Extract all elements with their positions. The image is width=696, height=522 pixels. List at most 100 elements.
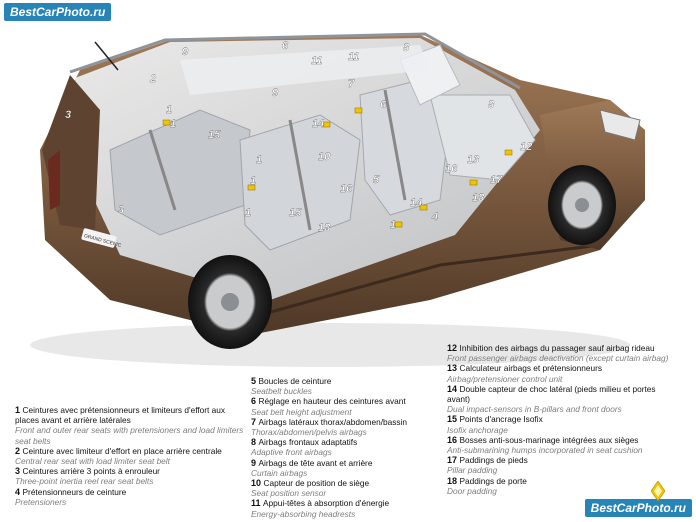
legend-number: 14 — [447, 383, 460, 394]
dashboard — [429, 94, 536, 181]
callout-6: 6 — [282, 40, 289, 52]
callout-1: 1 — [256, 154, 262, 166]
callout-8: 8 — [488, 99, 495, 111]
callout-5: 5 — [373, 174, 380, 186]
legend-number: 10 — [251, 478, 264, 489]
watermark-bottom: BestCarPhoto.ru — [584, 499, 692, 517]
legend-number: 7 — [251, 416, 259, 427]
legend-english-text: Three-point inertia reel rear seat belts — [15, 476, 154, 487]
legend-french-text: Boucles de ceinture — [258, 376, 332, 386]
side-sill — [259, 243, 601, 317]
legend-french-text: Prétensionneurs de ceinture — [22, 486, 127, 497]
callout-16: 16 — [445, 163, 458, 175]
callout-18: 18 — [318, 222, 331, 234]
legend-english-text: Pillar padding — [447, 465, 498, 476]
tail-light — [48, 150, 60, 210]
legend-french-text: Double capteur de choc latéral (pieds mi… — [447, 383, 656, 405]
legend-english-text: Thorax/abdomen/pelvis airbags — [251, 427, 367, 438]
legend-english-text: Seat belt height adjustment — [251, 406, 352, 417]
watermark-top: BestCarPhoto.ru — [4, 3, 112, 21]
legend-item-2: 2 Ceinture avec limiteur d'effort en pla… — [15, 446, 245, 466]
legend-item-12: 12 Inhibition des airbags du passager sa… — [447, 343, 679, 363]
callout-1: 1 — [250, 175, 256, 187]
callout-2: 2 — [149, 73, 156, 85]
legend-french-text: Points d'ancrage Isofix — [459, 414, 543, 425]
seat-belt-front — [383, 89, 407, 201]
legend-english-text: Pretensioners — [15, 496, 67, 507]
callout-4: 4 — [431, 211, 438, 223]
rear-wheel — [188, 255, 272, 349]
legend-french-text: Réglage en hauteur des ceintures avant — [258, 396, 406, 407]
legend-french-text: Airbags frontaux adaptatifs — [258, 437, 358, 448]
legend-french-text: Inhibition des airbags du passager sauf … — [459, 343, 655, 353]
legend-french-text: Capteur de position de siège — [263, 478, 370, 489]
legend-column-3: 12 Inhibition des airbags du passager sa… — [447, 343, 679, 496]
callout-1: 1 — [166, 104, 172, 116]
renault-logo-icon — [651, 481, 665, 501]
legend-item-3: 3 Ceintures arrière 3 points à enrouleur… — [15, 466, 245, 486]
callout-11: 11 — [348, 51, 359, 63]
ground-shadow — [30, 323, 630, 367]
callout-18: 18 — [472, 192, 485, 204]
legend-french-text: Airbags de tête avant et arrière — [258, 457, 373, 468]
legend-number: 9 — [251, 457, 259, 468]
legend-english-text: Curtain airbags — [251, 467, 308, 478]
callout-10: 10 — [318, 151, 331, 163]
legend-french-text: Paddings de pieds — [459, 455, 528, 466]
legend-number: 4 — [15, 486, 23, 497]
callout-12: 12 — [520, 141, 532, 153]
airbag-components — [162, 107, 513, 228]
legend-number: 1 — [15, 405, 23, 415]
legend-number: 16 — [447, 434, 460, 445]
callout-1: 1 — [170, 118, 176, 130]
callout-8: 8 — [403, 42, 410, 54]
legend-english-text: Isofix anchorage — [447, 424, 508, 435]
legend-english-text: Dual impact-sensors in B-pillars and fro… — [447, 404, 622, 415]
legend-english-text: Anti-submarining humps incorporated in s… — [447, 445, 643, 456]
callout-15: 15 — [208, 129, 221, 141]
legend-number: 3 — [15, 466, 23, 477]
legend-french-text: Paddings de porte — [459, 475, 527, 486]
rear-badge-plate — [81, 228, 117, 248]
legend-number: 6 — [251, 396, 259, 407]
legend-english-text: Central rear seat with load limiter seat… — [15, 456, 170, 467]
legend-item-13: 13 Calculateur airbags et prétensionneur… — [447, 363, 679, 383]
curtain-airbag — [180, 45, 430, 95]
roof-frame — [69, 32, 521, 90]
legend-french-text: Appui-têtes à absorption d'énergie — [263, 498, 390, 509]
legend-number: 17 — [447, 455, 460, 466]
legend-number: 8 — [251, 437, 259, 448]
legend-english-text: Airbag/pretensioner control unit — [447, 373, 563, 384]
callout-3: 3 — [118, 204, 124, 216]
callout-15: 15 — [289, 207, 302, 219]
legend-item-6: 6 Réglage en hauteur des ceintures avant… — [251, 396, 451, 416]
callout-3: 3 — [65, 109, 71, 121]
legend-number: 11 — [251, 498, 264, 509]
antenna — [94, 41, 119, 71]
legend-item-1: 1 Ceintures avec prétensionneurs et limi… — [15, 405, 245, 446]
callout-14: 14 — [410, 197, 422, 209]
callout-11: 11 — [311, 55, 322, 67]
legend-number: 2 — [15, 445, 23, 456]
legend-french-text: Calculateur airbags et prétensionneurs — [459, 363, 603, 374]
callout-13: 13 — [467, 154, 479, 166]
legend-french-text: Bosses anti-sous-marinage intégrées aux … — [459, 434, 639, 445]
legend-number: 5 — [251, 376, 259, 386]
legend-english-text: Front passenger airbags deactivation (ex… — [447, 353, 669, 364]
legend-english-text: Front and outer rear seats with pretensi… — [15, 425, 244, 446]
legend-number: 12 — [447, 343, 460, 353]
legend-item-7: 7 Airbags latéraux thorax/abdomen/bassin… — [251, 417, 451, 437]
callout-7: 7 — [348, 78, 355, 90]
callout-6: 6 — [380, 99, 387, 111]
